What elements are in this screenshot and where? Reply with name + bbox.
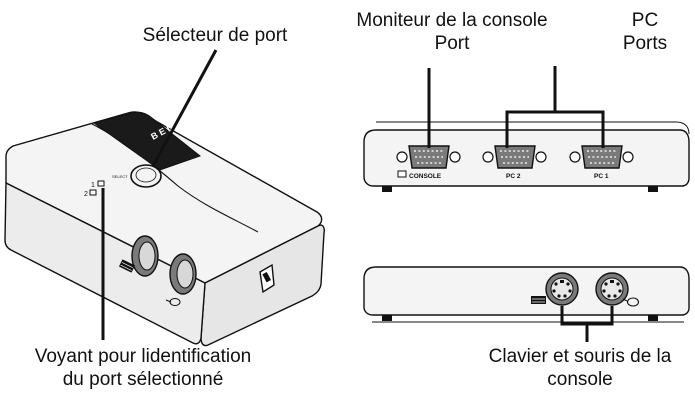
front-view-foot-left	[382, 315, 392, 321]
switch-left-face	[4, 181, 206, 345]
port-label-pc1: PC 1	[594, 173, 609, 180]
pc1-port-screw-left	[569, 151, 581, 163]
label-keyboard-mouse-line1: Clavier et souris de la	[488, 346, 672, 367]
switch-perspective-view: BELKIN SELECT 1 2	[4, 110, 325, 347]
front-mouse-port-inner	[176, 259, 194, 289]
pc2-port-screw-right	[535, 151, 547, 163]
led-2-indicator	[89, 189, 97, 196]
pc1-port-screw-right	[622, 151, 634, 163]
label-keyboard-mouse-line2: console	[547, 369, 613, 390]
front-view-foot-right	[648, 315, 658, 321]
leader-line-port-selector	[151, 49, 218, 167]
monitor-icon	[397, 170, 407, 178]
leader-bracket-pc-ports	[505, 66, 605, 148]
front-view-keyboard-icon	[531, 296, 546, 304]
label-pc-ports-line1: PC	[631, 10, 659, 31]
label-console-monitor-line2: Port	[434, 33, 470, 54]
port-label-console: CONSOLE	[409, 173, 442, 180]
console-port-screw-left	[396, 151, 408, 163]
label-console-monitor-port: Moniteur de la console Port	[336, 9, 568, 55]
leader-bracket-keyboard-mouse	[560, 306, 614, 342]
switch-dark-stripe	[92, 111, 202, 171]
front-view-mouse-icon	[622, 297, 640, 307]
label-port-indicator-line1: Voyant pour lidentification	[34, 346, 252, 367]
console-port-screw-right	[449, 151, 461, 163]
led-1-label: 1	[91, 182, 95, 189]
label-pc-ports-line2: Ports	[622, 33, 668, 54]
rear-view-foot-left	[382, 186, 392, 192]
port-label-pc2: PC 2	[506, 173, 521, 180]
keyboard-icon	[118, 259, 136, 273]
ps2-keyboard-port-pins	[552, 280, 572, 298]
switch-front-view	[363, 266, 690, 323]
port-select-button-inner	[135, 167, 157, 183]
label-port-indicator-line2: du port sélectionné	[62, 369, 224, 390]
led-2-label: 2	[84, 191, 88, 198]
mouse-icon	[165, 298, 181, 306]
ps2-mouse-port-pins	[602, 280, 622, 298]
front-keyboard-port-inner	[138, 241, 156, 271]
pc2-port-screw-left	[482, 151, 494, 163]
label-port-indicator: Voyant pour lidentification du port séle…	[0, 345, 286, 391]
power-jack-inner	[262, 272, 271, 283]
led-1-indicator	[97, 180, 105, 187]
label-keyboard-mouse-console: Clavier et souris de la console	[470, 345, 690, 391]
switch-rear-view: CONSOLE PC 2 PC 1	[363, 121, 690, 192]
select-button-text: SELECT	[112, 174, 128, 179]
rear-view-foot-right	[648, 186, 658, 192]
pc2-vga-port-pins	[500, 150, 530, 164]
label-pc-ports: PC Ports	[615, 9, 675, 55]
label-port-selector: Sélecteur de port	[142, 25, 288, 46]
rear-view-top-edge	[376, 121, 690, 135]
label-console-monitor-line1: Moniteur de la console	[356, 10, 548, 31]
pc1-vga-port-pins	[587, 150, 617, 164]
console-vga-port-pins	[414, 150, 444, 164]
front-view-body	[363, 266, 690, 316]
